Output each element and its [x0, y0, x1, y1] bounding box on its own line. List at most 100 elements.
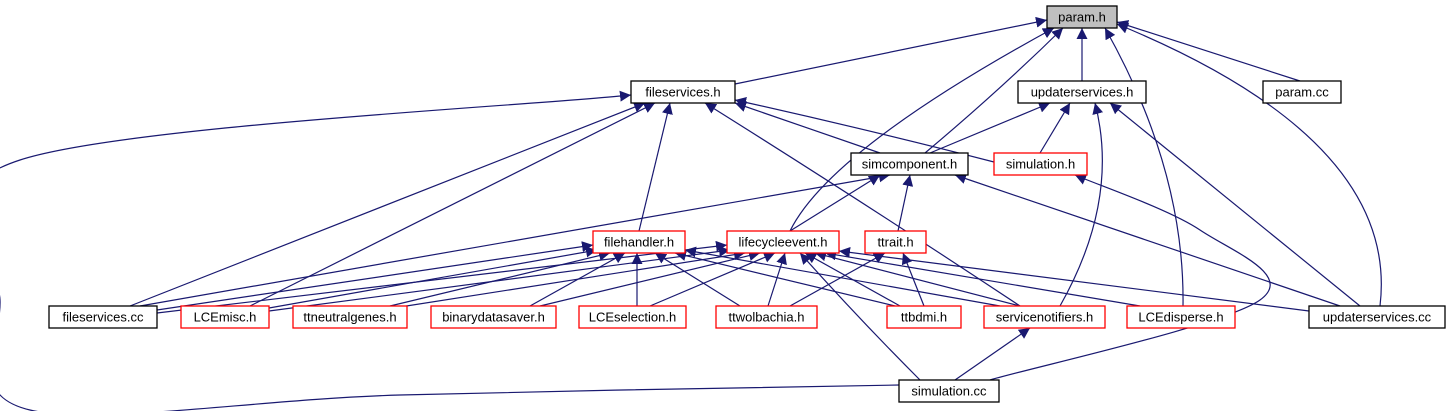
node-param-h[interactable]: param.h	[1046, 5, 1118, 29]
node-box	[993, 152, 1088, 176]
node-box	[592, 230, 686, 254]
edge-simulation-cc-to-lifecycleevent-h	[799, 252, 921, 381]
node-ttneutralgenes-h[interactable]: ttneutralgenes.h	[292, 305, 408, 329]
node-label: param.h	[1058, 10, 1106, 25]
edge-lcemisc-h-to-fileservices-h	[249, 102, 656, 307]
edge-lcemisc-h-to-filehandler-h	[268, 246, 598, 309]
edge-servicenotifiers-h-to-updaterservices-h	[1059, 102, 1104, 307]
node-filehandler-h[interactable]: filehandler.h	[592, 230, 686, 254]
node-label: ttbdmi.h	[901, 310, 947, 325]
edge-servicenotifiers-h-to-fileservices-h	[704, 102, 1021, 307]
node-label: param.cc	[1275, 85, 1329, 100]
node-lifecycleevent-h[interactable]: lifecycleevent.h	[726, 230, 840, 254]
node-box	[48, 305, 158, 329]
node-lceselection-h[interactable]: LCEselection.h	[578, 305, 687, 329]
node-box	[983, 305, 1106, 329]
edge-filehandler-h-to-fileservices-h	[638, 102, 673, 232]
edge-ttwolbachia-h-to-lifecycleevent-h	[767, 252, 787, 307]
edge-simulation-cc-to-fileservices-h	[0, 90, 900, 411]
edge-lifecycleevent-h-to-simcomponent-h	[789, 174, 881, 232]
edge-updaterservices-cc-to-updaterservices-h	[1109, 102, 1361, 307]
node-ttrait-h[interactable]: ttrait.h	[864, 230, 927, 254]
edge-lifecycleevent-h-to-param-h	[789, 27, 1055, 232]
edge-simulation-cc-to-servicenotifiers-h	[954, 327, 1031, 381]
edge-lcemisc-h-to-lifecycleevent-h	[268, 245, 731, 312]
node-box	[1046, 5, 1118, 29]
node-simulation-cc[interactable]: simulation.cc	[898, 379, 1000, 403]
node-updaterservices-cc[interactable]: updaterservices.cc	[1308, 305, 1446, 329]
node-box	[726, 230, 840, 254]
edge-updaterservices-cc-to-lifecycleevent-h	[838, 246, 1310, 312]
node-box	[1126, 305, 1236, 329]
edge-fileservices-cc-to-fileservices-h	[129, 101, 646, 307]
edges-layer	[0, 16, 1382, 411]
edge-simcomponent-h-to-param-h	[924, 27, 1064, 154]
edge-updaterservices-cc-to-simcomponent-h	[954, 173, 1341, 307]
node-box	[1308, 305, 1446, 329]
node-simulation-h[interactable]: simulation.h	[993, 152, 1088, 176]
node-label: fileservices.h	[645, 85, 720, 100]
node-label: ttrait.h	[877, 235, 913, 250]
node-box	[292, 305, 408, 329]
node-label: simulation.cc	[911, 384, 987, 399]
edge-ttwolbachia-h-to-ttrait-h	[789, 252, 886, 307]
node-label: LCEmisc.h	[194, 310, 257, 325]
edge-binarydatasaver-h-to-lifecycleevent-h	[539, 250, 761, 307]
edge-updaterservices-cc-to-param-h	[1116, 23, 1382, 307]
node-box	[1262, 80, 1342, 104]
edge-param-cc-to-param-h	[1116, 20, 1301, 82]
node-box	[864, 230, 927, 254]
edge-ttneutralgenes-h-to-filehandler-h	[389, 250, 611, 307]
edge-simulation-cc-to-simulation-h	[989, 174, 1271, 381]
edge-fileservices-cc-to-lifecycleevent-h	[156, 240, 728, 314]
edge-fileservices-h-to-param-h	[734, 16, 1048, 85]
node-label: servicenotifiers.h	[996, 310, 1094, 325]
node-box	[715, 305, 818, 329]
node-label: ttneutralgenes.h	[303, 310, 396, 325]
node-servicenotifiers-h[interactable]: servicenotifiers.h	[983, 305, 1106, 329]
node-box	[578, 305, 687, 329]
edge-ttbdmi-h-to-lifecycleevent-h	[804, 252, 901, 307]
edge-ttwolbachia-h-to-filehandler-h	[654, 252, 741, 307]
node-label: updaterservices.h	[1031, 85, 1134, 100]
node-box	[898, 379, 1000, 403]
node-lcemisc-h[interactable]: LCEmisc.h	[180, 305, 270, 329]
edge-fileservices-cc-to-filehandler-h	[156, 241, 594, 311]
edge-simcomponent-h-to-fileservices-h	[734, 101, 881, 154]
node-box	[886, 305, 962, 329]
edge-lcedisperse-h-to-lifecycleevent-h	[824, 249, 1141, 307]
node-box	[630, 80, 736, 104]
node-label: simcomponent.h	[862, 157, 957, 172]
node-param-cc[interactable]: param.cc	[1262, 80, 1342, 104]
node-updaterservices-h[interactable]: updaterservices.h	[1017, 80, 1147, 104]
edge-simulation-h-to-updaterservices-h	[1039, 102, 1071, 154]
node-ttwolbachia-h[interactable]: ttwolbachia.h	[715, 305, 818, 329]
edge-ttneutralgenes-h-to-lifecycleevent-h	[399, 249, 746, 308]
node-box	[180, 305, 270, 329]
node-ttbdmi-h[interactable]: ttbdmi.h	[886, 305, 962, 329]
edge-simcomponent-h-to-updaterservices-h	[929, 102, 1051, 154]
edge-fileservices-cc-to-simcomponent-h	[139, 171, 891, 307]
node-binarydatasaver-h[interactable]: binarydatasaver.h	[430, 305, 557, 329]
node-label: fileservices.cc	[63, 310, 144, 325]
node-label: ttwolbachia.h	[729, 310, 805, 325]
node-lcedisperse-h[interactable]: LCEdisperse.h	[1126, 305, 1236, 329]
edge-ttbdmi-h-to-ttrait-h	[901, 252, 925, 307]
node-label: filehandler.h	[604, 235, 674, 250]
node-box	[430, 305, 557, 329]
edge-servicenotifiers-h-to-lifecycleevent-h	[814, 250, 1021, 307]
node-box	[850, 152, 969, 176]
edge-servicenotifiers-h-to-filehandler-h	[684, 246, 1001, 307]
node-simcomponent-h[interactable]: simcomponent.h	[850, 152, 969, 176]
edge-ttrait-h-to-simcomponent-h	[897, 174, 914, 232]
edge-lceselection-h-to-lifecycleevent-h	[649, 252, 776, 307]
node-fileservices-h[interactable]: fileservices.h	[630, 80, 736, 104]
node-label: binarydatasaver.h	[442, 310, 545, 325]
node-label: updaterservices.cc	[1323, 310, 1432, 325]
node-label: simulation.h	[1006, 157, 1075, 172]
node-label: LCEdisperse.h	[1138, 310, 1223, 325]
node-label: LCEselection.h	[589, 310, 676, 325]
node-fileservices-cc[interactable]: fileservices.cc	[48, 305, 158, 329]
node-box	[1017, 80, 1147, 104]
